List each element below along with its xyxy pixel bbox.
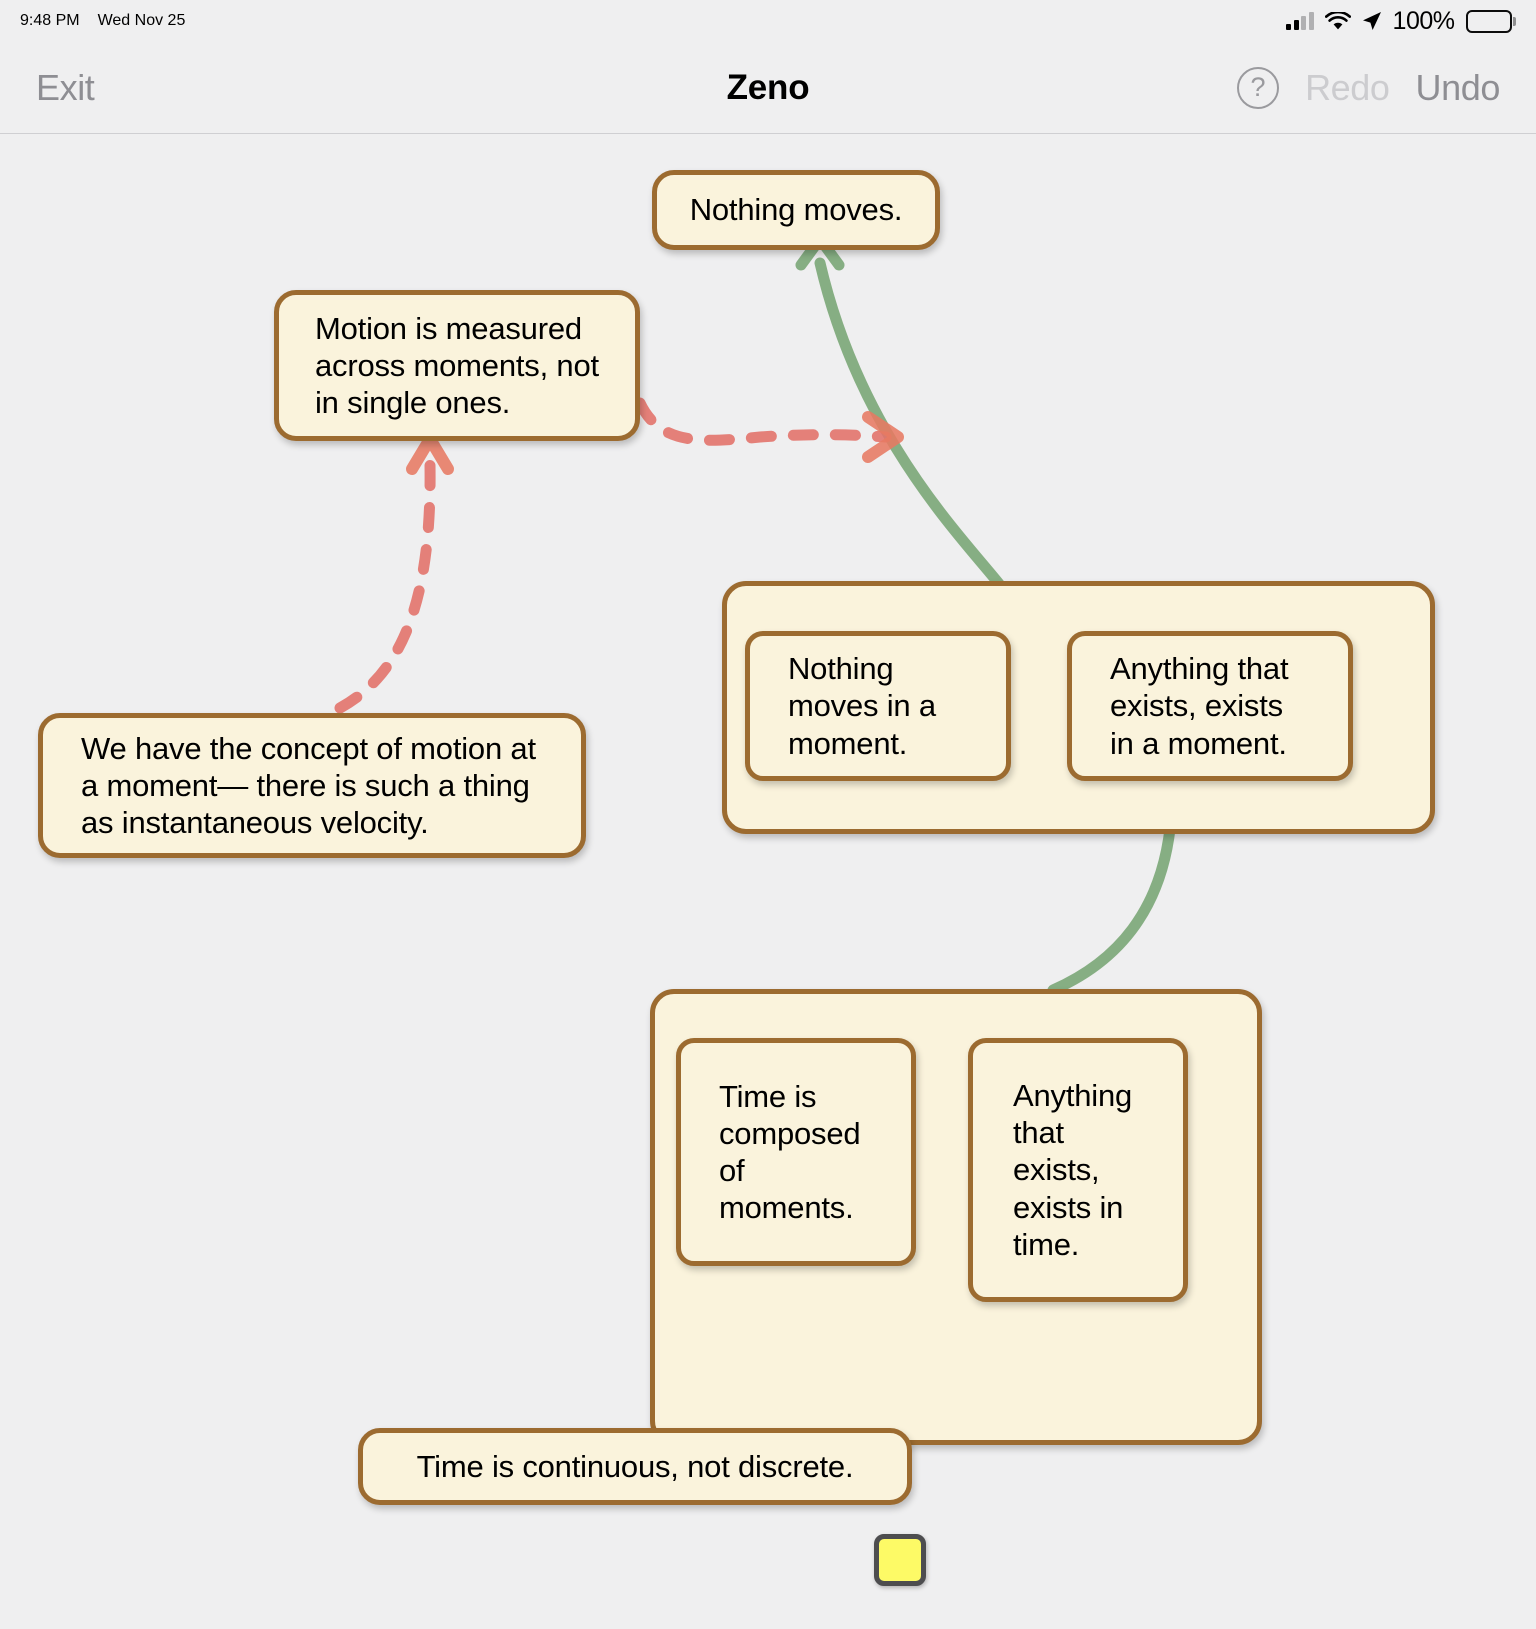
node-text: Anything that exists, exists in time.	[1013, 1078, 1133, 1262]
wifi-icon	[1324, 10, 1351, 31]
nav-bar-actions: ? Redo Undo	[1237, 66, 1501, 109]
node-text: Anything that exists, exists in a moment…	[1110, 651, 1289, 761]
node-exists-in-a-moment[interactable]: Anything that exists, exists in a moment…	[1067, 631, 1353, 781]
node-nothing-moves-in-a-moment[interactable]: Nothing moves in a moment.	[745, 631, 1011, 781]
battery-percent-label: 100%	[1392, 6, 1455, 35]
resize-handle[interactable]	[874, 1534, 926, 1586]
node-time-continuous[interactable]: Time is continuous, not discrete.	[358, 1428, 912, 1505]
status-date: Wed Nov 25	[97, 12, 186, 29]
nav-bar: Exit Zeno ? Redo Undo	[0, 42, 1536, 134]
node-text: We have the concept of motion at a momen…	[81, 730, 536, 841]
node-motion-measured[interactable]: Motion is measured across moments, not i…	[274, 290, 640, 441]
node-exists-in-time[interactable]: Anything that exists, exists in time.	[968, 1038, 1188, 1302]
node-time-composed-of-moments[interactable]: Time is composed of moments.	[676, 1038, 916, 1266]
redo-button[interactable]: Redo	[1305, 66, 1390, 108]
node-text: Nothing moves.	[689, 192, 903, 228]
argument-map-canvas[interactable]: Nothing moves. Motion is measured across…	[0, 135, 1536, 1629]
node-text: Time is continuous, not discrete.	[416, 1448, 854, 1484]
objection-edge-motion-measured[interactable]	[334, 433, 454, 714]
cellular-signal-icon	[1286, 12, 1314, 30]
location-arrow-icon	[1362, 11, 1382, 31]
node-text: Nothing moves in a moment.	[788, 651, 936, 761]
help-icon[interactable]: ?	[1237, 66, 1280, 109]
status-time: 9:48 PM	[20, 12, 80, 29]
battery-icon	[1465, 9, 1516, 33]
status-bar-right: 100%	[1286, 7, 1516, 36]
exit-button[interactable]: Exit	[36, 66, 95, 108]
node-concept-motion[interactable]: We have the concept of motion at a momen…	[38, 713, 586, 858]
support-edge-nothing-moves[interactable]	[795, 233, 1006, 591]
objection-edge-support-relation[interactable]	[634, 397, 904, 463]
node-text: Time is composed of moments.	[719, 1078, 861, 1226]
status-bar-left: 9:48 PM Wed Nov 25	[20, 12, 185, 30]
status-bar: 9:48 PM Wed Nov 25 100%	[0, 0, 1536, 42]
node-nothing-moves[interactable]: Nothing moves.	[652, 170, 940, 250]
undo-button[interactable]: Undo	[1415, 66, 1501, 108]
node-text: Motion is measured across moments, not i…	[315, 310, 599, 421]
